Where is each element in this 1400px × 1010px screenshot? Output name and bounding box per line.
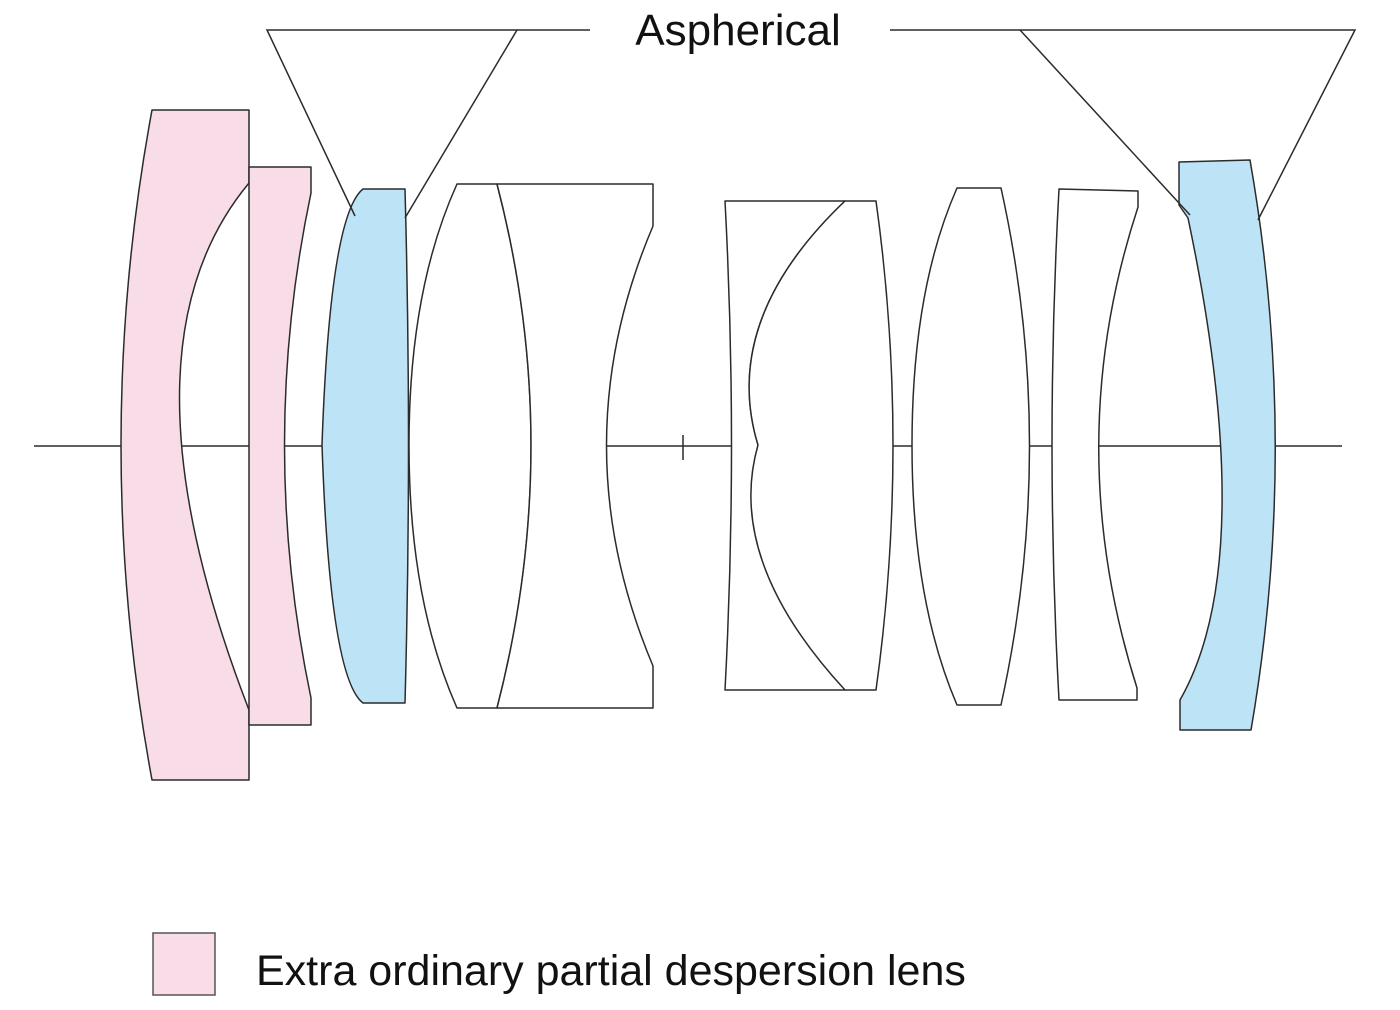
lens-element-1 — [120, 109, 250, 781]
lens-element-5 — [496, 183, 654, 709]
legend-label: Extra ordinary partial despersion lens — [256, 947, 966, 995]
lens-element-9 — [1051, 188, 1139, 701]
lens-element-3 — [321, 188, 410, 704]
aspherical-callout-right-edge — [1019, 29, 1191, 216]
lens-element-7 — [748, 200, 894, 691]
lens-element-8 — [911, 187, 1031, 706]
aspherical-callout-left — [265, 29, 590, 217]
aspherical-label: Aspherical — [635, 6, 840, 55]
lens-element-2 — [248, 166, 312, 726]
aspherical-callout-left-edge — [404, 29, 518, 219]
lens-element-10 — [1178, 159, 1276, 731]
legend-swatch — [152, 932, 216, 996]
aspherical-callout-right — [890, 29, 1357, 221]
lens-element-4 — [408, 183, 532, 709]
